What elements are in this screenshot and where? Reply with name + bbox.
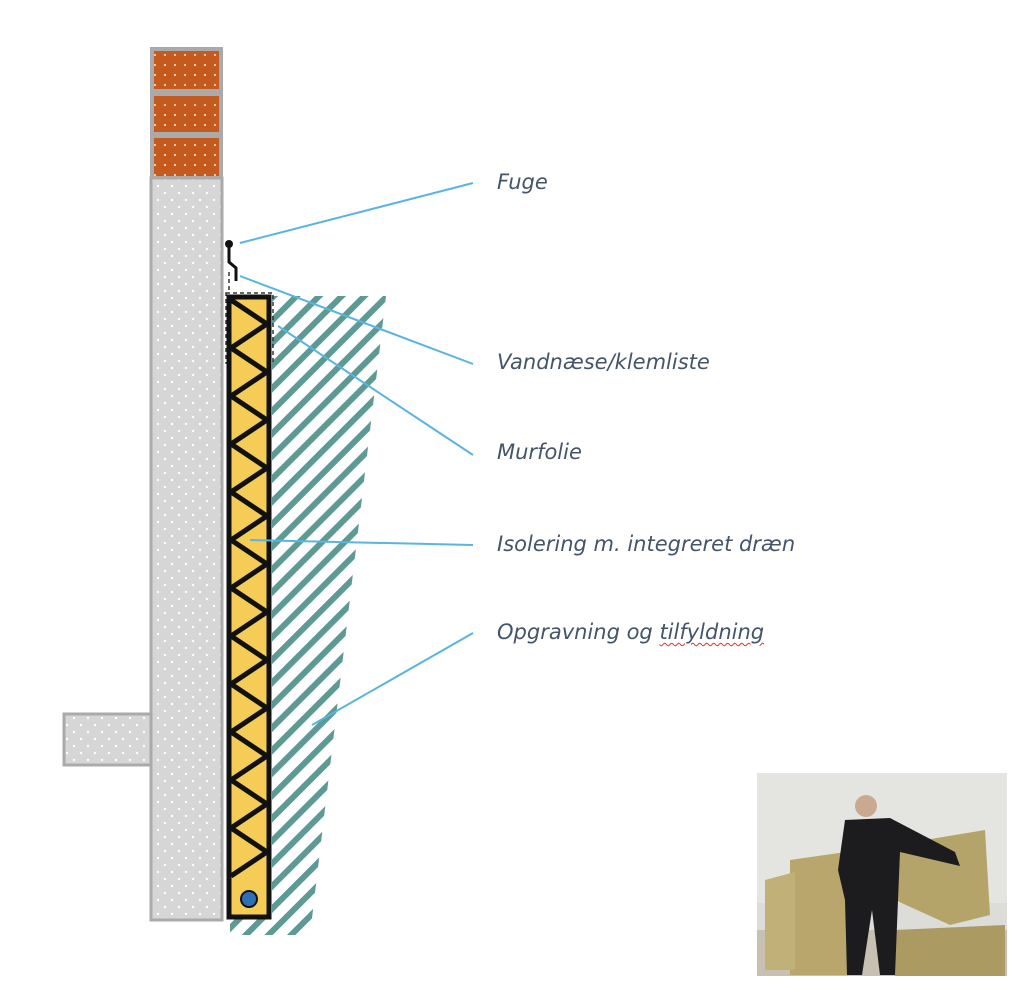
brick-courses (150, 47, 223, 178)
flashing-clamp (227, 246, 238, 281)
foundation-wall (149, 176, 224, 922)
brick (154, 96, 219, 132)
label-isolering: Isolering m. integreret dræn (497, 532, 796, 556)
label-opgravning-text: Opgravning og (497, 620, 660, 644)
brick (154, 138, 219, 176)
installation-photo (757, 773, 1007, 976)
drain-zigzag (226, 297, 272, 879)
backfill-hatch (230, 296, 386, 935)
spellcheck-flagged-word: tilfyldning (659, 620, 765, 644)
label-fuge: Fuge (497, 170, 548, 194)
label-vandnaese-klemliste: Vandnæse/klemliste (497, 350, 710, 374)
joint-sealant (225, 240, 233, 248)
label-murfolie: Murfolie (497, 440, 582, 464)
leader-lines (239, 182, 474, 726)
floor-slab (62, 712, 153, 767)
label-opgravning: Opgravning og tilfyldning (497, 620, 764, 644)
brick (154, 51, 219, 89)
drain-pipe (240, 890, 258, 908)
